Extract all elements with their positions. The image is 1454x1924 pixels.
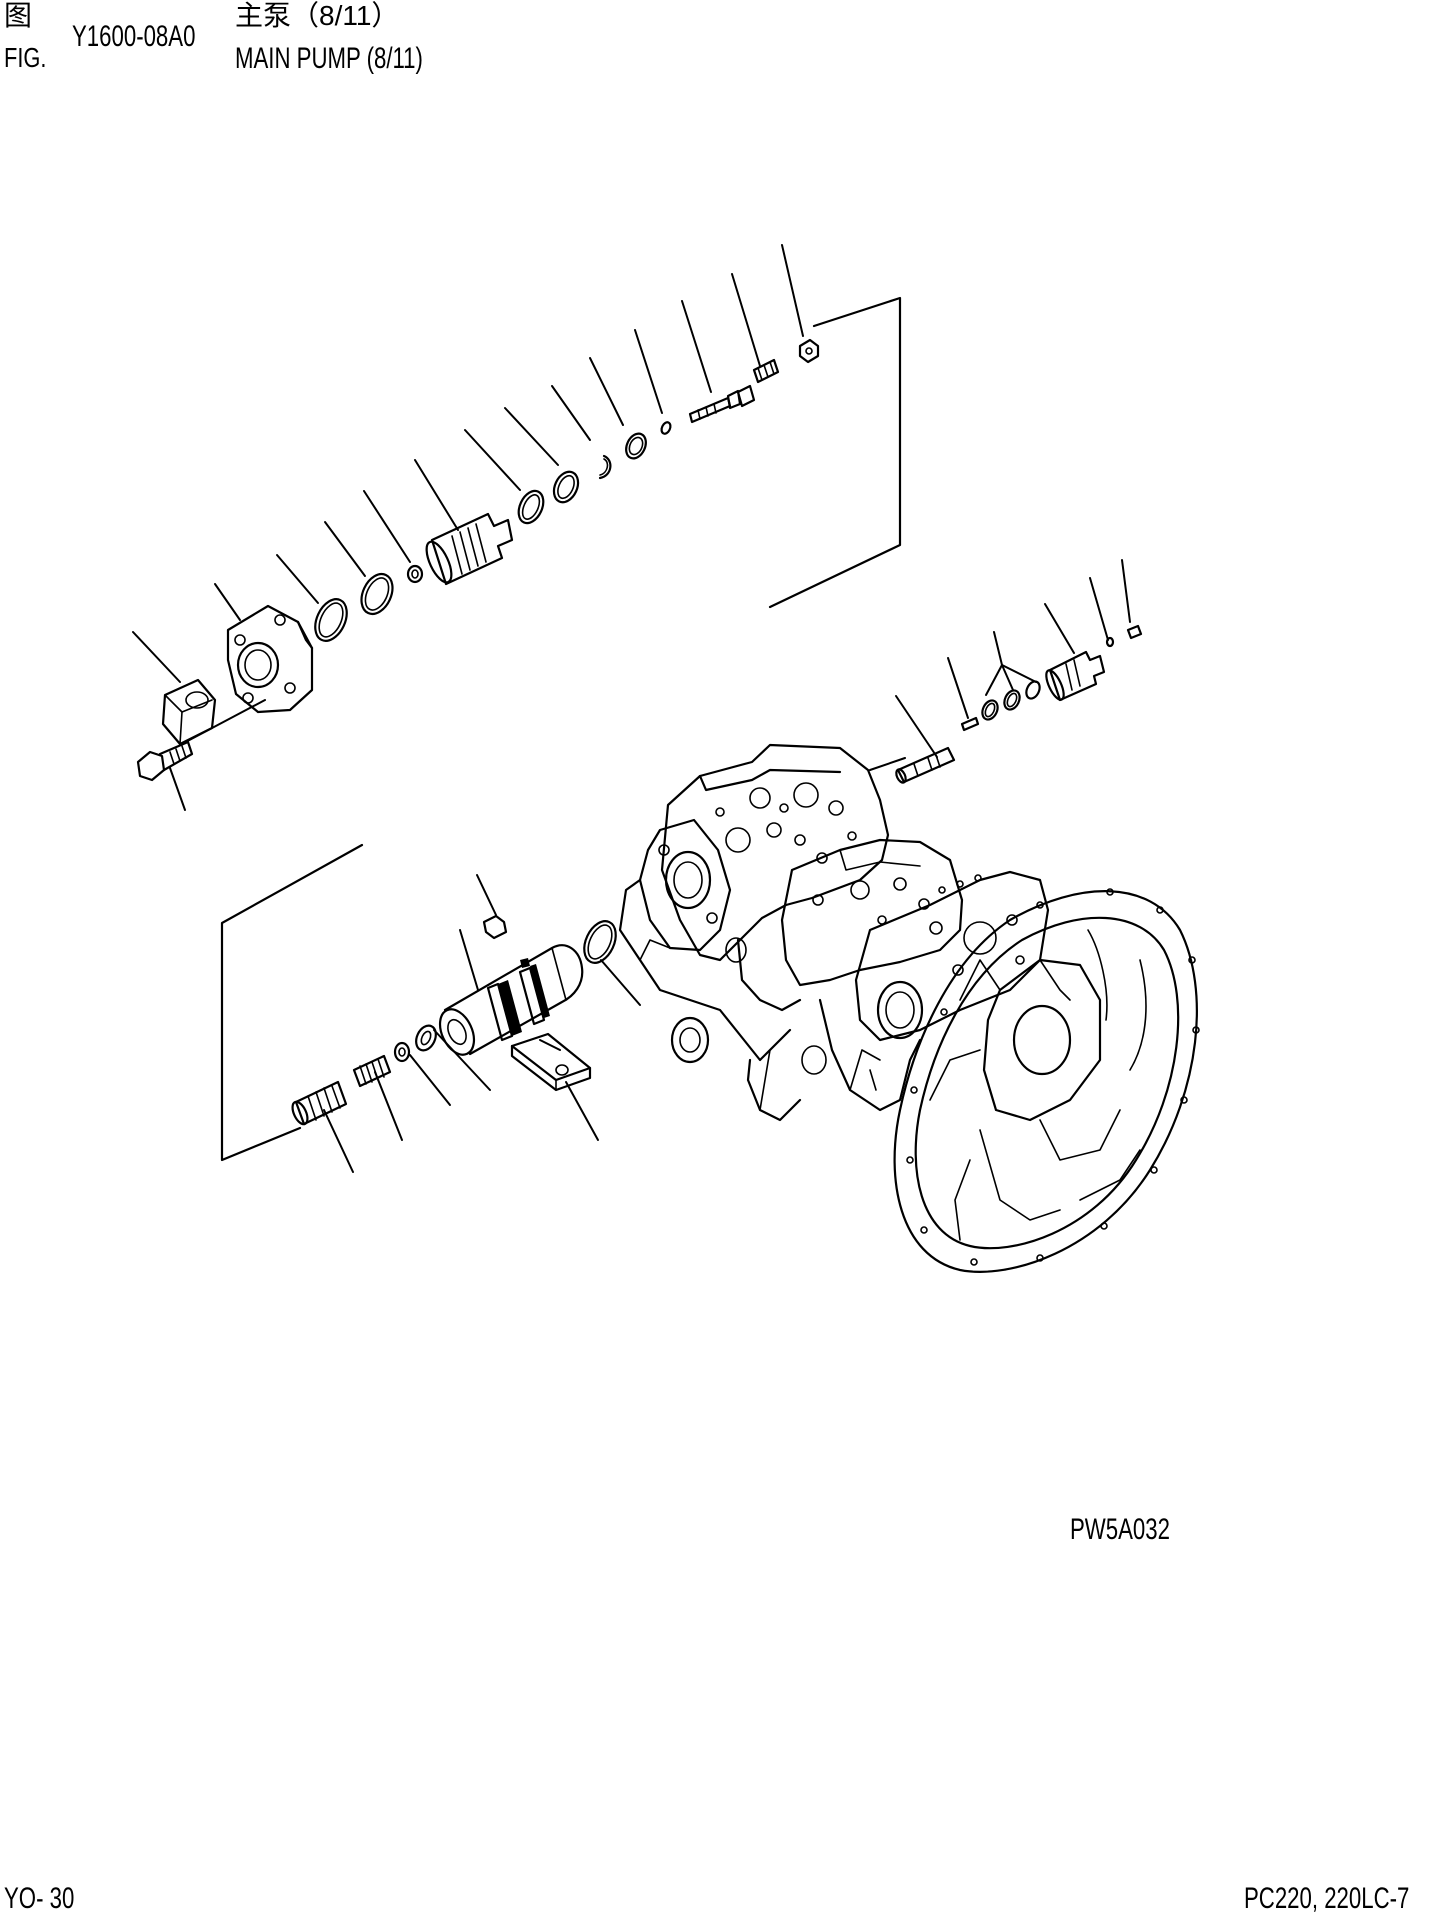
fig-number: Y1600-08A0 bbox=[72, 20, 196, 53]
right-o-ring-3 bbox=[1025, 680, 1041, 700]
right-o-ring-1 bbox=[981, 699, 999, 721]
right-plug bbox=[1045, 650, 1106, 702]
flange-block bbox=[226, 604, 314, 714]
right-spool bbox=[895, 746, 956, 784]
right-ball bbox=[1105, 636, 1115, 648]
check-ball bbox=[660, 421, 672, 435]
right-set-screw bbox=[1126, 624, 1143, 640]
main-pump-body bbox=[618, 743, 1200, 1273]
o-ring-1 bbox=[314, 598, 348, 642]
o-ring-4 bbox=[552, 470, 580, 504]
snap-ring bbox=[598, 454, 612, 480]
bolt bbox=[136, 740, 194, 782]
o-ring-5 bbox=[625, 432, 647, 460]
lower-plug bbox=[482, 914, 508, 940]
title-en: MAIN PUMP (8/11) bbox=[235, 42, 423, 75]
spool-pin bbox=[688, 384, 756, 424]
small-nut bbox=[406, 564, 424, 584]
title-cn: 主泵（8/11） bbox=[235, 0, 400, 31]
lower-small-nut bbox=[393, 1041, 411, 1063]
fig-label-en: FIG. bbox=[4, 42, 47, 73]
top-nut bbox=[798, 338, 820, 364]
cap-nut bbox=[161, 678, 217, 746]
leader-lines-right bbox=[869, 559, 1131, 771]
right-o-ring-2 bbox=[1003, 689, 1021, 711]
inner-spring bbox=[352, 1054, 392, 1088]
page-number: YO- 30 bbox=[4, 1882, 75, 1915]
spring-upper bbox=[752, 358, 780, 384]
lower-group-frame bbox=[220, 843, 364, 1162]
compensator-spool bbox=[438, 944, 584, 1056]
right-pin bbox=[960, 716, 980, 732]
outer-spring bbox=[291, 1080, 348, 1126]
block-plate bbox=[510, 1032, 592, 1092]
upper-group-frame bbox=[768, 296, 902, 609]
lower-o-ring bbox=[583, 920, 617, 964]
leader-lines-lower bbox=[323, 874, 641, 1173]
fig-label-cn: 图 bbox=[4, 0, 33, 31]
adjusting-plug bbox=[425, 512, 514, 586]
o-ring-2 bbox=[360, 572, 394, 616]
model-number: PC220, 220LC-7 bbox=[1244, 1882, 1410, 1915]
drawing-code: PW5A032 bbox=[1070, 1513, 1170, 1546]
lower-washer bbox=[415, 1024, 437, 1052]
o-ring-3 bbox=[517, 489, 545, 525]
